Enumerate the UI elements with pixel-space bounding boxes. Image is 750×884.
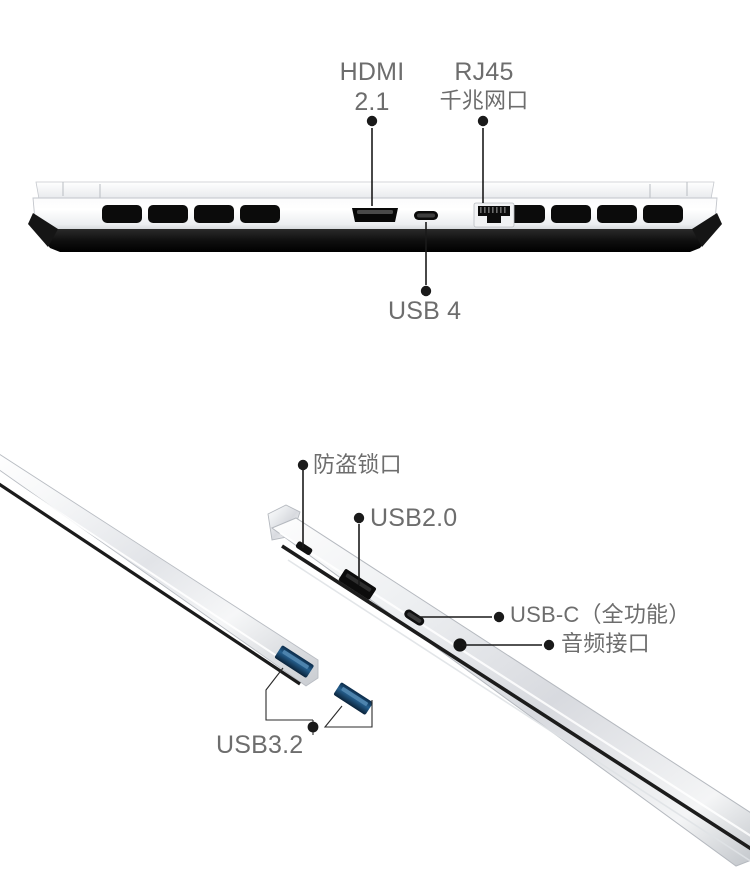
label-lock: 防盗锁口 [313, 452, 402, 477]
laptop-lid-band [35, 181, 715, 200]
side-laptop-back [0, 454, 319, 687]
rj45-port [473, 202, 515, 228]
leader-dot-hdmi [366, 115, 378, 127]
usb4-port [414, 211, 438, 220]
vent-slot [551, 205, 591, 223]
label-hdmi-line1: HDMI [339, 58, 405, 86]
leader-bracket-usb32-left [265, 667, 313, 721]
label-hdmi: HDMI 2.1 [332, 58, 412, 117]
base-chamfer-right [692, 213, 722, 247]
label-rj45-line2: 千兆网口 [439, 87, 529, 113]
chassis-seam-back [0, 482, 301, 686]
label-rj45: RJ45 千兆网口 [432, 58, 536, 113]
leader-dot-usb4 [420, 285, 432, 297]
leader-dot-lock [297, 459, 309, 471]
label-rj45-line1: RJ45 [454, 58, 514, 86]
vent-slot [148, 205, 188, 223]
leader-dot-audio [543, 639, 555, 651]
vent-slot [643, 205, 683, 223]
side-laptop-front [267, 504, 750, 867]
leader-dot-rj45 [477, 115, 489, 127]
label-hdmi-line2: 2.1 [354, 87, 390, 116]
leader-dot-usbc [493, 611, 505, 623]
vent-slot [194, 205, 234, 223]
base-chamfer-left [28, 213, 58, 247]
leader-dot-usb20 [353, 512, 365, 524]
leader-bracket-usb32-right [323, 700, 373, 728]
label-usb32: USB3.2 [216, 731, 304, 759]
audio-jack [453, 638, 467, 652]
usb32-ports [275, 645, 373, 715]
chassis-seam-front [281, 544, 750, 851]
laptop-base [36, 229, 714, 252]
vent-slot [102, 205, 142, 223]
usbc-port [404, 609, 425, 626]
leader-dot-usb32 [307, 721, 319, 733]
lock-slot [295, 541, 313, 556]
vent-slot [597, 205, 637, 223]
vent-group-left [102, 205, 280, 223]
hdmi-port [352, 208, 398, 222]
label-usb4: USB 4 [388, 297, 462, 325]
label-usb20: USB2.0 [370, 504, 458, 532]
vent-group-right [505, 205, 683, 223]
label-usbc: USB-C（全功能） [510, 602, 691, 627]
vent-slot [505, 205, 545, 223]
rear-laptop [28, 115, 722, 297]
vent-slot [240, 205, 280, 223]
label-audio: 音频接口 [561, 631, 650, 656]
